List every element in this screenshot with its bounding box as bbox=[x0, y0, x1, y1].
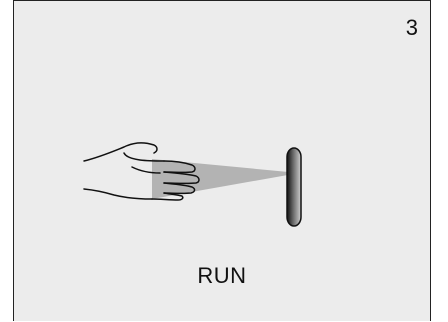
instruction-panel: 3 RUN bbox=[13, 0, 431, 321]
sensor-icon bbox=[287, 148, 301, 226]
caption-label: RUN bbox=[14, 263, 430, 289]
